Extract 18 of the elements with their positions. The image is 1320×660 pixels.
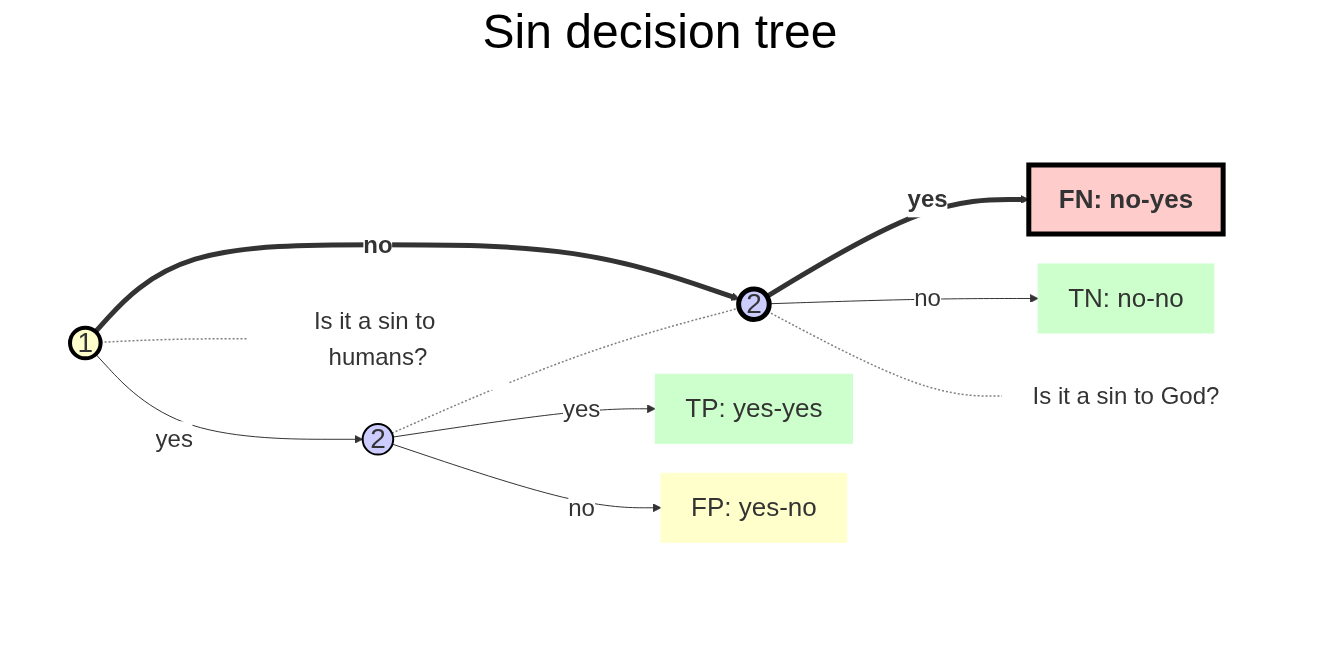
- node-box: TP: yes-yes: [655, 374, 854, 445]
- edge-label: yes: [155, 425, 194, 453]
- diagram-title: Sin decision tree: [481, 4, 839, 59]
- arrow: [392, 444, 662, 513]
- edge-label: no: [568, 494, 596, 522]
- node-circle: 1: [68, 326, 103, 361]
- arrow: [95, 354, 364, 445]
- node-box: FN: no-yes: [1026, 162, 1226, 237]
- node-circle: 2: [736, 286, 772, 323]
- edge-label: yes: [907, 185, 948, 213]
- edge-label: no: [914, 284, 942, 312]
- edge-label: no: [363, 231, 393, 259]
- node-box: TN: no-no: [1038, 263, 1215, 334]
- node-text: Is it a sin to humans?: [314, 307, 436, 371]
- node-text: Is it a sin to God?: [1032, 382, 1220, 410]
- node-box: FP: yes-no: [660, 473, 848, 544]
- edge-label: yes: [563, 395, 601, 423]
- node-circle: 2: [361, 423, 395, 456]
